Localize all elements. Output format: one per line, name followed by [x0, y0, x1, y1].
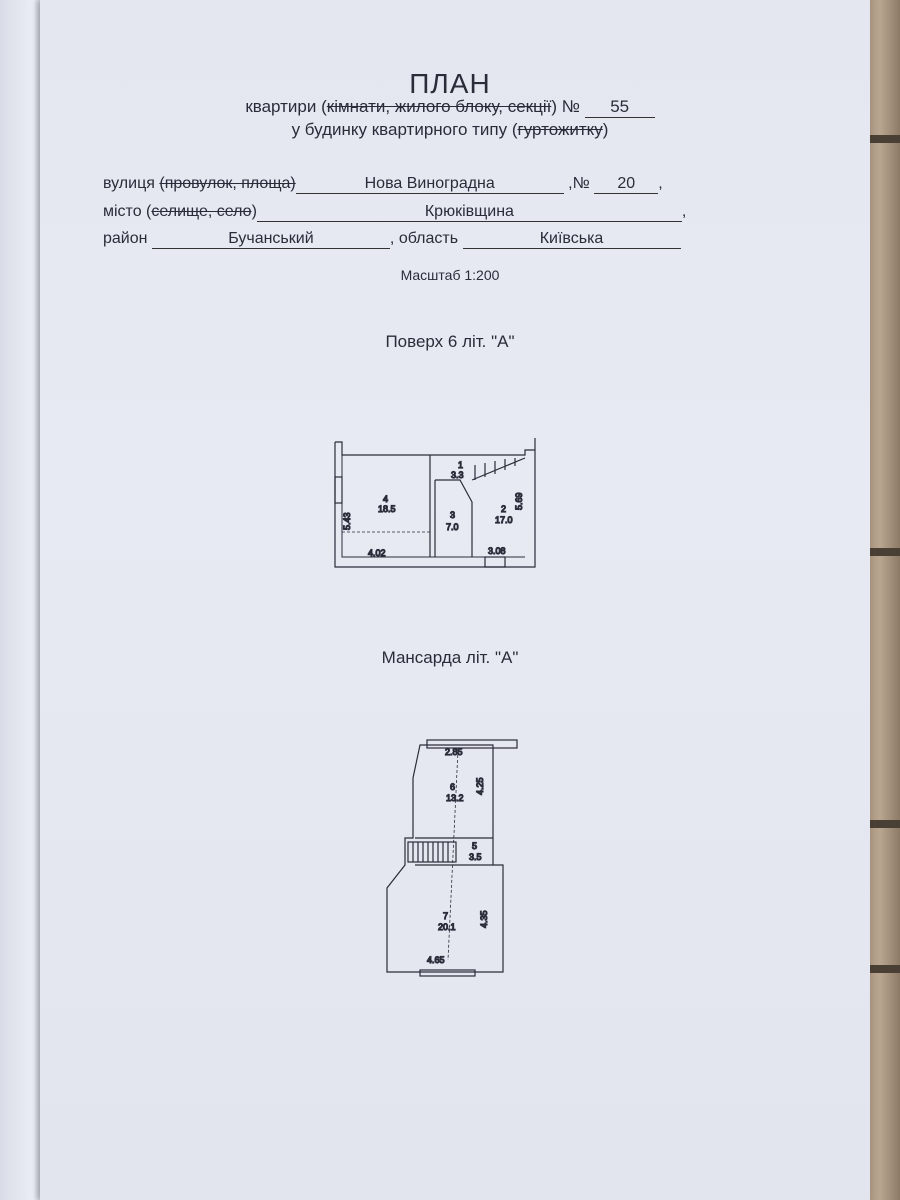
- room-1-area: 3.3: [451, 470, 464, 480]
- room-7-area: 20.1: [438, 922, 456, 932]
- room-3-area: 7.0: [446, 522, 459, 532]
- mansard-title: Мансарда літ. "А": [381, 648, 519, 667]
- district-row: район Бучанський, область Київська: [103, 230, 681, 249]
- dim-5-43: 5.43: [342, 512, 352, 530]
- city-row: місто (селище, село)Крюківщина,: [103, 203, 687, 222]
- street-row: вулиця (провулок, площа)Нова Виноградна …: [103, 175, 663, 194]
- dim-2-85: 2.85: [445, 747, 463, 757]
- room-1-number: 1: [458, 460, 463, 470]
- scale-label: Масштаб 1:200: [400, 267, 500, 283]
- district-value: Бучанський: [151, 230, 390, 249]
- house-number: 20: [594, 175, 659, 194]
- dim-3-08: 3.08: [488, 546, 506, 556]
- room-3-number: 3: [450, 510, 455, 520]
- room-2-number: 2: [501, 504, 506, 514]
- street-value: Нова Виноградна: [295, 175, 564, 194]
- room-6-area: 13.2: [446, 793, 464, 803]
- dim-4-65: 4.65: [427, 955, 445, 965]
- region-value: Київська: [462, 230, 681, 249]
- document-page: [40, 0, 870, 1200]
- room-7-number: 7: [443, 911, 448, 921]
- dim-4-25: 4.25: [475, 777, 485, 795]
- room-6-number: 6: [450, 782, 455, 792]
- city-value: Крюківщина: [256, 203, 682, 222]
- apartment-number: 55: [584, 97, 655, 118]
- subtitle-apartment: квартири (кімнати, жилого блоку, секції)…: [0, 97, 900, 118]
- subtitle-building: у будинку квартирного типу (гуртожитку): [291, 120, 609, 139]
- mansard-plan: 2.85 6 13.2 4.25 5 3.5 7 20.1 4.35 4.65: [386, 739, 518, 977]
- dim-5-69: 5.69: [514, 492, 524, 510]
- floor6-title: Поверх 6 літ. "А": [385, 332, 515, 351]
- dim-4-35: 4.35: [479, 910, 489, 928]
- room-2-area: 17.0: [495, 515, 513, 525]
- document-title: ПЛАН: [409, 68, 491, 99]
- room-5-area: 3.5: [469, 852, 482, 862]
- room-5-number: 5: [472, 841, 477, 851]
- dim-4-02: 4.02: [368, 548, 386, 558]
- room-4-area: 18.5: [378, 504, 396, 514]
- room-4-number: 4: [383, 494, 388, 504]
- floor6-plan: 1 3.3 2 17.0 3 7.0 4 18.5 5.43 4.02 3.08…: [334, 438, 536, 568]
